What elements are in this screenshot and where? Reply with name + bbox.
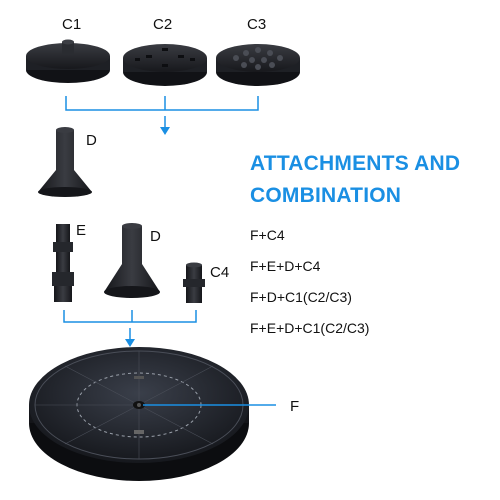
combination-3: F+D+C1(C2/C3) bbox=[250, 289, 352, 305]
nozzle-c1 bbox=[26, 39, 110, 83]
part-d-mid bbox=[104, 223, 160, 298]
combination-4: F+E+D+C1(C2/C3) bbox=[250, 320, 370, 336]
arrow-down-icon bbox=[160, 127, 170, 135]
label-f: F bbox=[290, 398, 300, 415]
label-d-top: D bbox=[86, 132, 97, 149]
bracket-middle bbox=[63, 310, 197, 340]
nozzle-c3 bbox=[216, 44, 300, 86]
label-c2: C2 bbox=[153, 16, 173, 33]
title-line-1: ATTACHMENTS AND bbox=[250, 152, 461, 175]
label-d-mid: D bbox=[150, 228, 161, 245]
arrow-down-icon bbox=[125, 339, 135, 347]
label-c3: C3 bbox=[247, 16, 267, 33]
part-c4 bbox=[183, 262, 205, 303]
combination-1: F+C4 bbox=[250, 227, 285, 243]
label-c1: C1 bbox=[62, 16, 82, 33]
nozzle-c2 bbox=[123, 44, 207, 86]
part-e bbox=[52, 224, 74, 302]
combination-2: F+E+D+C4 bbox=[250, 258, 321, 274]
title-line-2: COMBINATION bbox=[250, 184, 402, 207]
label-e: E bbox=[76, 222, 87, 239]
solar-fountain-f bbox=[29, 347, 249, 481]
part-d-top bbox=[38, 127, 92, 197]
bracket-top bbox=[65, 96, 259, 128]
label-c4: C4 bbox=[210, 264, 230, 281]
